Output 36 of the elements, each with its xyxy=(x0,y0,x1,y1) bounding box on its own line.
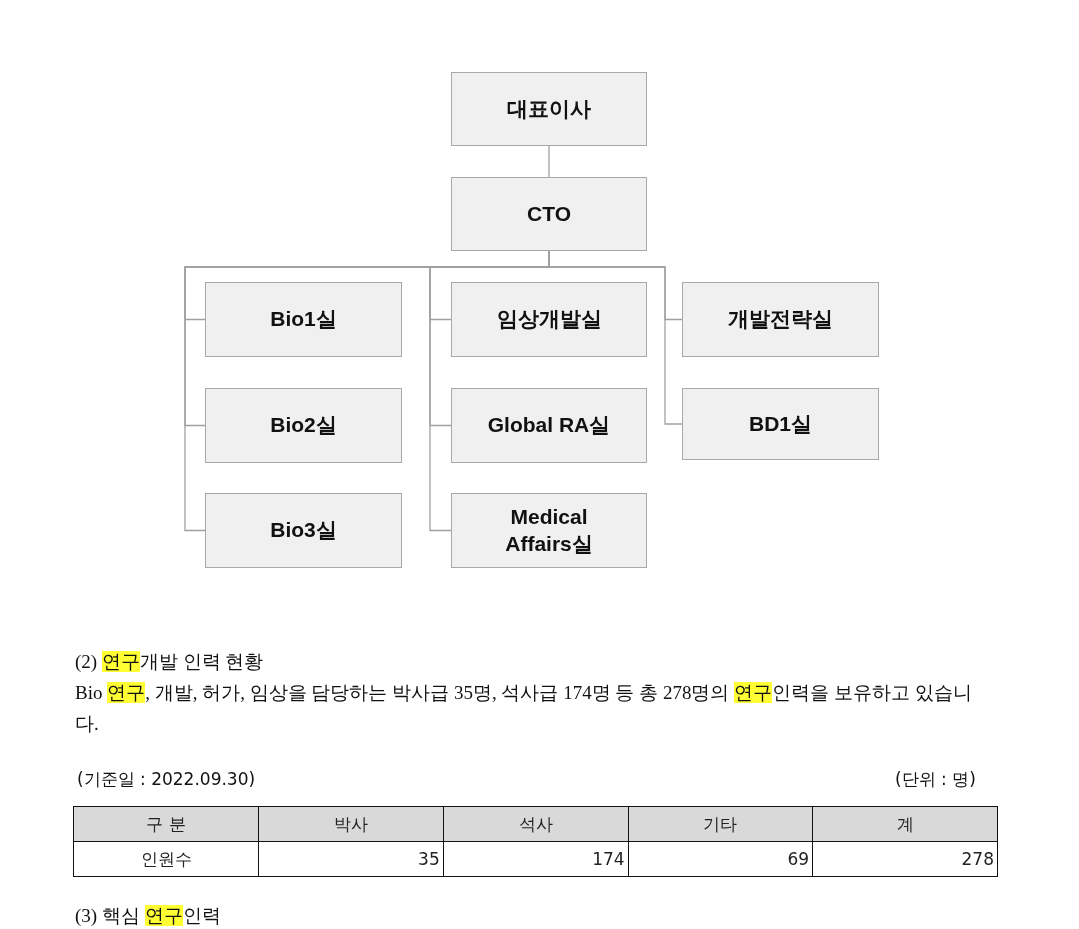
unit-name: CTO xyxy=(527,200,571,227)
connector-line xyxy=(548,145,550,178)
header-cell: 기타 xyxy=(628,806,813,842)
section-heading: (2) 연구개발 인력 현황 xyxy=(75,650,264,674)
org-box xyxy=(451,72,647,146)
reference-date: (기준일 : 2022.09.30) xyxy=(77,768,256,791)
table-cell: 35 xyxy=(258,841,444,877)
unit-name: Bio2실 xyxy=(270,412,337,439)
table-cell: 174 xyxy=(443,841,629,877)
header-cell: 석사 xyxy=(443,806,629,842)
unit-name: 대표이사 xyxy=(507,95,591,122)
org-box xyxy=(682,282,879,357)
org-box xyxy=(205,388,402,463)
org-box xyxy=(205,493,402,568)
unit-name: BD1실 xyxy=(749,410,812,437)
table-cell: 69 xyxy=(628,841,813,877)
header-cell: 구 분 xyxy=(73,806,259,842)
org-box xyxy=(451,493,647,568)
header-cell: 계 xyxy=(812,806,998,842)
unit-name: 임상개발실 xyxy=(496,306,602,333)
table-cell: 278 xyxy=(812,841,998,877)
unit-name: Bio1실 xyxy=(270,306,337,333)
unit-note: (단위 : 명) xyxy=(895,768,976,791)
org-box xyxy=(682,388,879,460)
unit-name: Global RA실 xyxy=(487,412,611,439)
table-cell: 인원수 xyxy=(73,841,259,877)
org-box xyxy=(205,282,402,357)
unit-name: 개발전략실 xyxy=(728,306,833,333)
org-box xyxy=(451,282,647,357)
unit-name: Bio3실 xyxy=(270,517,337,544)
org-box xyxy=(451,177,647,251)
body-paragraph: Bio 연구, 개발, 허가, 임상을 담당하는 박사급 35명, 석사급 174명 등 총 278명의 연구인력을 보유하고 있습니다. xyxy=(75,681,973,736)
org-box xyxy=(451,388,647,463)
section-heading: (3) 핵심 연구인력 xyxy=(75,904,221,928)
header-cell: 박사 xyxy=(258,806,444,842)
unit-name: Medical Affairs실 xyxy=(504,504,594,557)
